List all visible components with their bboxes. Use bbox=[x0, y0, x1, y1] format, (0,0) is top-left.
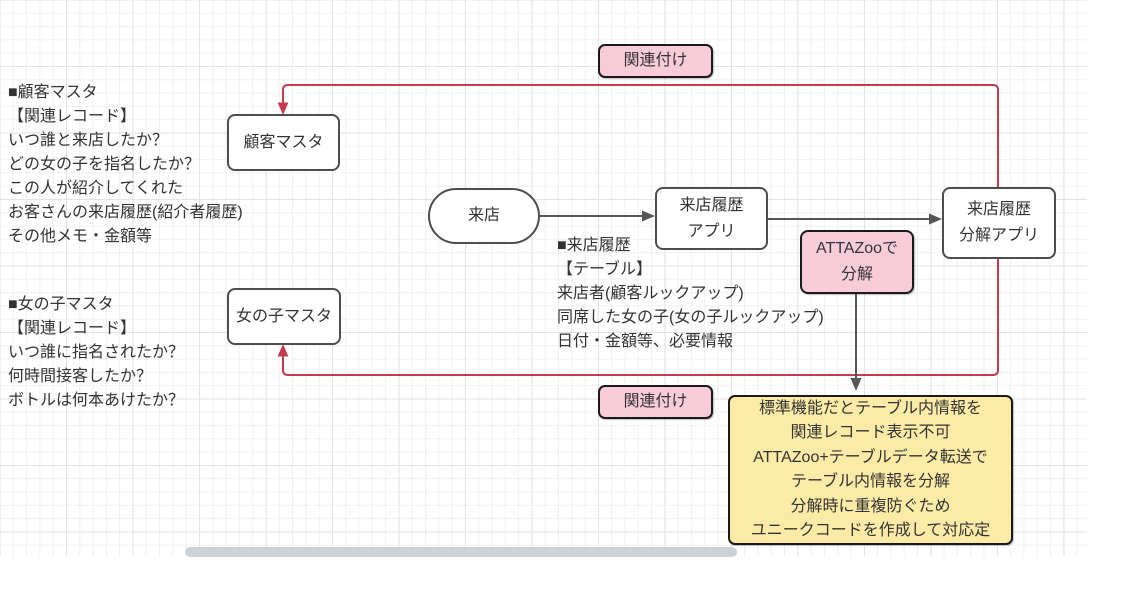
connector-relation-customer[interactable] bbox=[277, 84, 999, 187]
annotation-girl-master[interactable]: ■女の子マスタ 【関連レコード】 いつ誰に指名されたか？ 何時間接客したか？ ボ… bbox=[8, 296, 185, 409]
node-visit[interactable]: 来店 bbox=[428, 188, 540, 244]
node-attazoo-decompose[interactable]: ATTAZooで 分解 bbox=[800, 230, 914, 294]
arrow-visit-to-history-app[interactable] bbox=[540, 210, 655, 222]
note-standard-function-limitation[interactable]: 標準機能だとテーブル内情報を 関連レコード表示不可 ATTAZoo+テーブルデー… bbox=[728, 395, 1013, 545]
connector-relation-girl[interactable] bbox=[277, 259, 999, 376]
node-visit-history-decompose-app[interactable]: 来店履歴 分解アプリ bbox=[942, 187, 1056, 259]
arrow-history-app-to-decompose-app[interactable] bbox=[768, 213, 942, 225]
node-girl-master[interactable]: 女の子マスタ bbox=[227, 288, 341, 345]
node-visit-history-app[interactable]: 来店履歴 アプリ bbox=[655, 187, 768, 250]
arrow-attazoo-to-note[interactable] bbox=[850, 294, 862, 391]
node-customer-master[interactable]: 顧客マスタ bbox=[227, 114, 340, 171]
annotation-customer-master[interactable]: ■顧客マスタ 【関連レコード】 いつ誰と来店したか？ どの女の子を指名したか？ … bbox=[8, 84, 243, 245]
window-edge-bar bbox=[185, 547, 737, 557]
annotation-visit-history-table[interactable]: ■来店履歴 【テーブル】 来店者(顧客ルックアップ) 同席した女の子(女の子ルッ… bbox=[557, 237, 824, 350]
label-relate-top[interactable]: 関連付け bbox=[598, 44, 713, 78]
label-relate-bottom[interactable]: 関連付け bbox=[598, 385, 713, 419]
